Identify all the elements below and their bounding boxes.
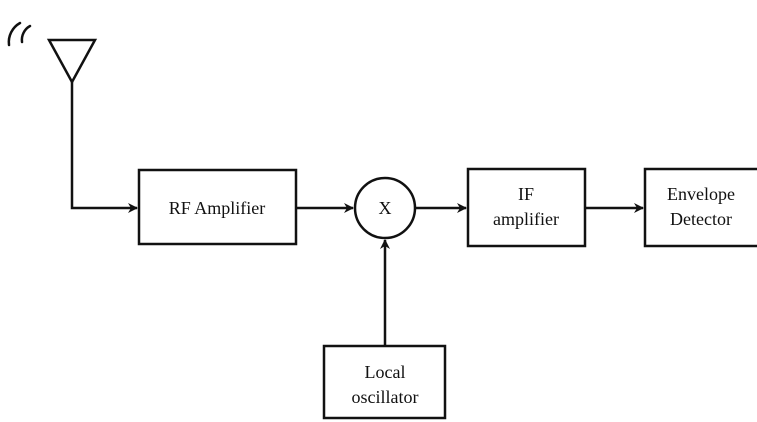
radio-wave-icon (7, 21, 32, 47)
antenna-icon (46, 38, 98, 85)
envelope-detector-box (643, 167, 757, 248)
local-oscillator-label-line2: oscillator (352, 387, 419, 407)
if-amplifier-label-line2: amplifier (493, 209, 559, 229)
local-oscillator-box (322, 344, 447, 420)
local-oscillator-label-line1: Local (365, 362, 406, 382)
envelope-detector-label-line1: Envelope (667, 184, 735, 204)
if-amplifier-box (466, 167, 587, 248)
mixer-label: X (379, 198, 392, 218)
envelope-detector-label-line2: Detector (670, 209, 732, 229)
if-amplifier-label-line1: IF (518, 184, 534, 204)
rf-amplifier-label: RF Amplifier (169, 198, 266, 218)
antenna-feed-line (70, 82, 138, 213)
